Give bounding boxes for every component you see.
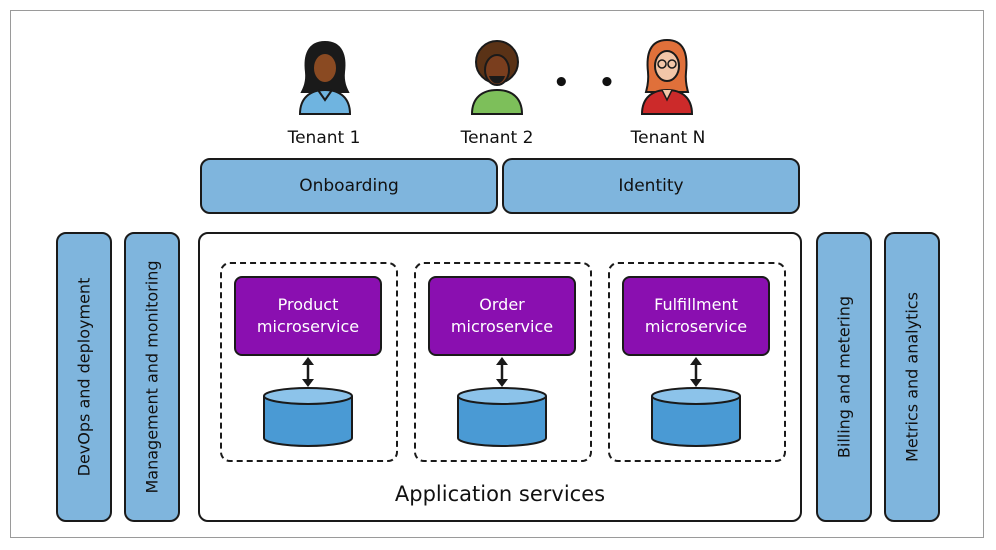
- service-boundary-order: [414, 262, 592, 462]
- service-boundary-product: [220, 262, 398, 462]
- person-icon: [640, 38, 694, 115]
- database-icon: [651, 387, 741, 447]
- billing-label: Billing and metering: [834, 295, 854, 459]
- service-boundary-fulfillment: [608, 262, 786, 462]
- person-icon: [298, 40, 352, 115]
- microservice-name: Order: [479, 295, 525, 314]
- tenant-n-label: Tenant N: [630, 128, 706, 148]
- microservice-type: microservice: [450, 317, 554, 336]
- onboarding-bar: Onboarding: [200, 158, 498, 214]
- management-label: Management and monitoring: [142, 260, 162, 494]
- person-icon: [470, 40, 524, 115]
- bidirectional-arrow-icon: [302, 357, 314, 387]
- microservice-name: Fulfillment: [654, 295, 738, 314]
- management-bar: Management and monitoring: [124, 232, 180, 522]
- tenant-2-avatar: [466, 38, 528, 116]
- fulfillment-microservice-box: Fulfillment microservice: [622, 276, 770, 356]
- bidirectional-arrow-icon: [690, 357, 702, 387]
- tenant-1-label: Tenant 1: [287, 128, 361, 148]
- devops-label: DevOps and deployment: [74, 277, 94, 477]
- database-icon: [263, 387, 353, 447]
- microservice-type: microservice: [644, 317, 748, 336]
- identity-label: Identity: [618, 176, 684, 196]
- onboarding-label: Onboarding: [299, 176, 399, 196]
- order-microservice-box: Order microservice: [428, 276, 576, 356]
- devops-bar: DevOps and deployment: [56, 232, 112, 522]
- metrics-label: Metrics and analytics: [902, 292, 922, 462]
- diagram-frame: [10, 10, 984, 538]
- metrics-bar: Metrics and analytics: [884, 232, 940, 522]
- tenant-n-avatar: [636, 36, 698, 116]
- tenant-2-label: Tenant 2: [460, 128, 534, 148]
- billing-bar: Billing and metering: [816, 232, 872, 522]
- ellipsis: • • •: [553, 68, 671, 98]
- microservice-type: microservice: [256, 317, 360, 336]
- microservice-name: Product: [277, 295, 339, 314]
- product-microservice-box: Product microservice: [234, 276, 382, 356]
- identity-bar: Identity: [502, 158, 800, 214]
- application-services-label: Application services: [394, 482, 606, 506]
- bidirectional-arrow-icon: [496, 357, 508, 387]
- database-icon: [457, 387, 547, 447]
- tenant-1-avatar: [294, 38, 356, 116]
